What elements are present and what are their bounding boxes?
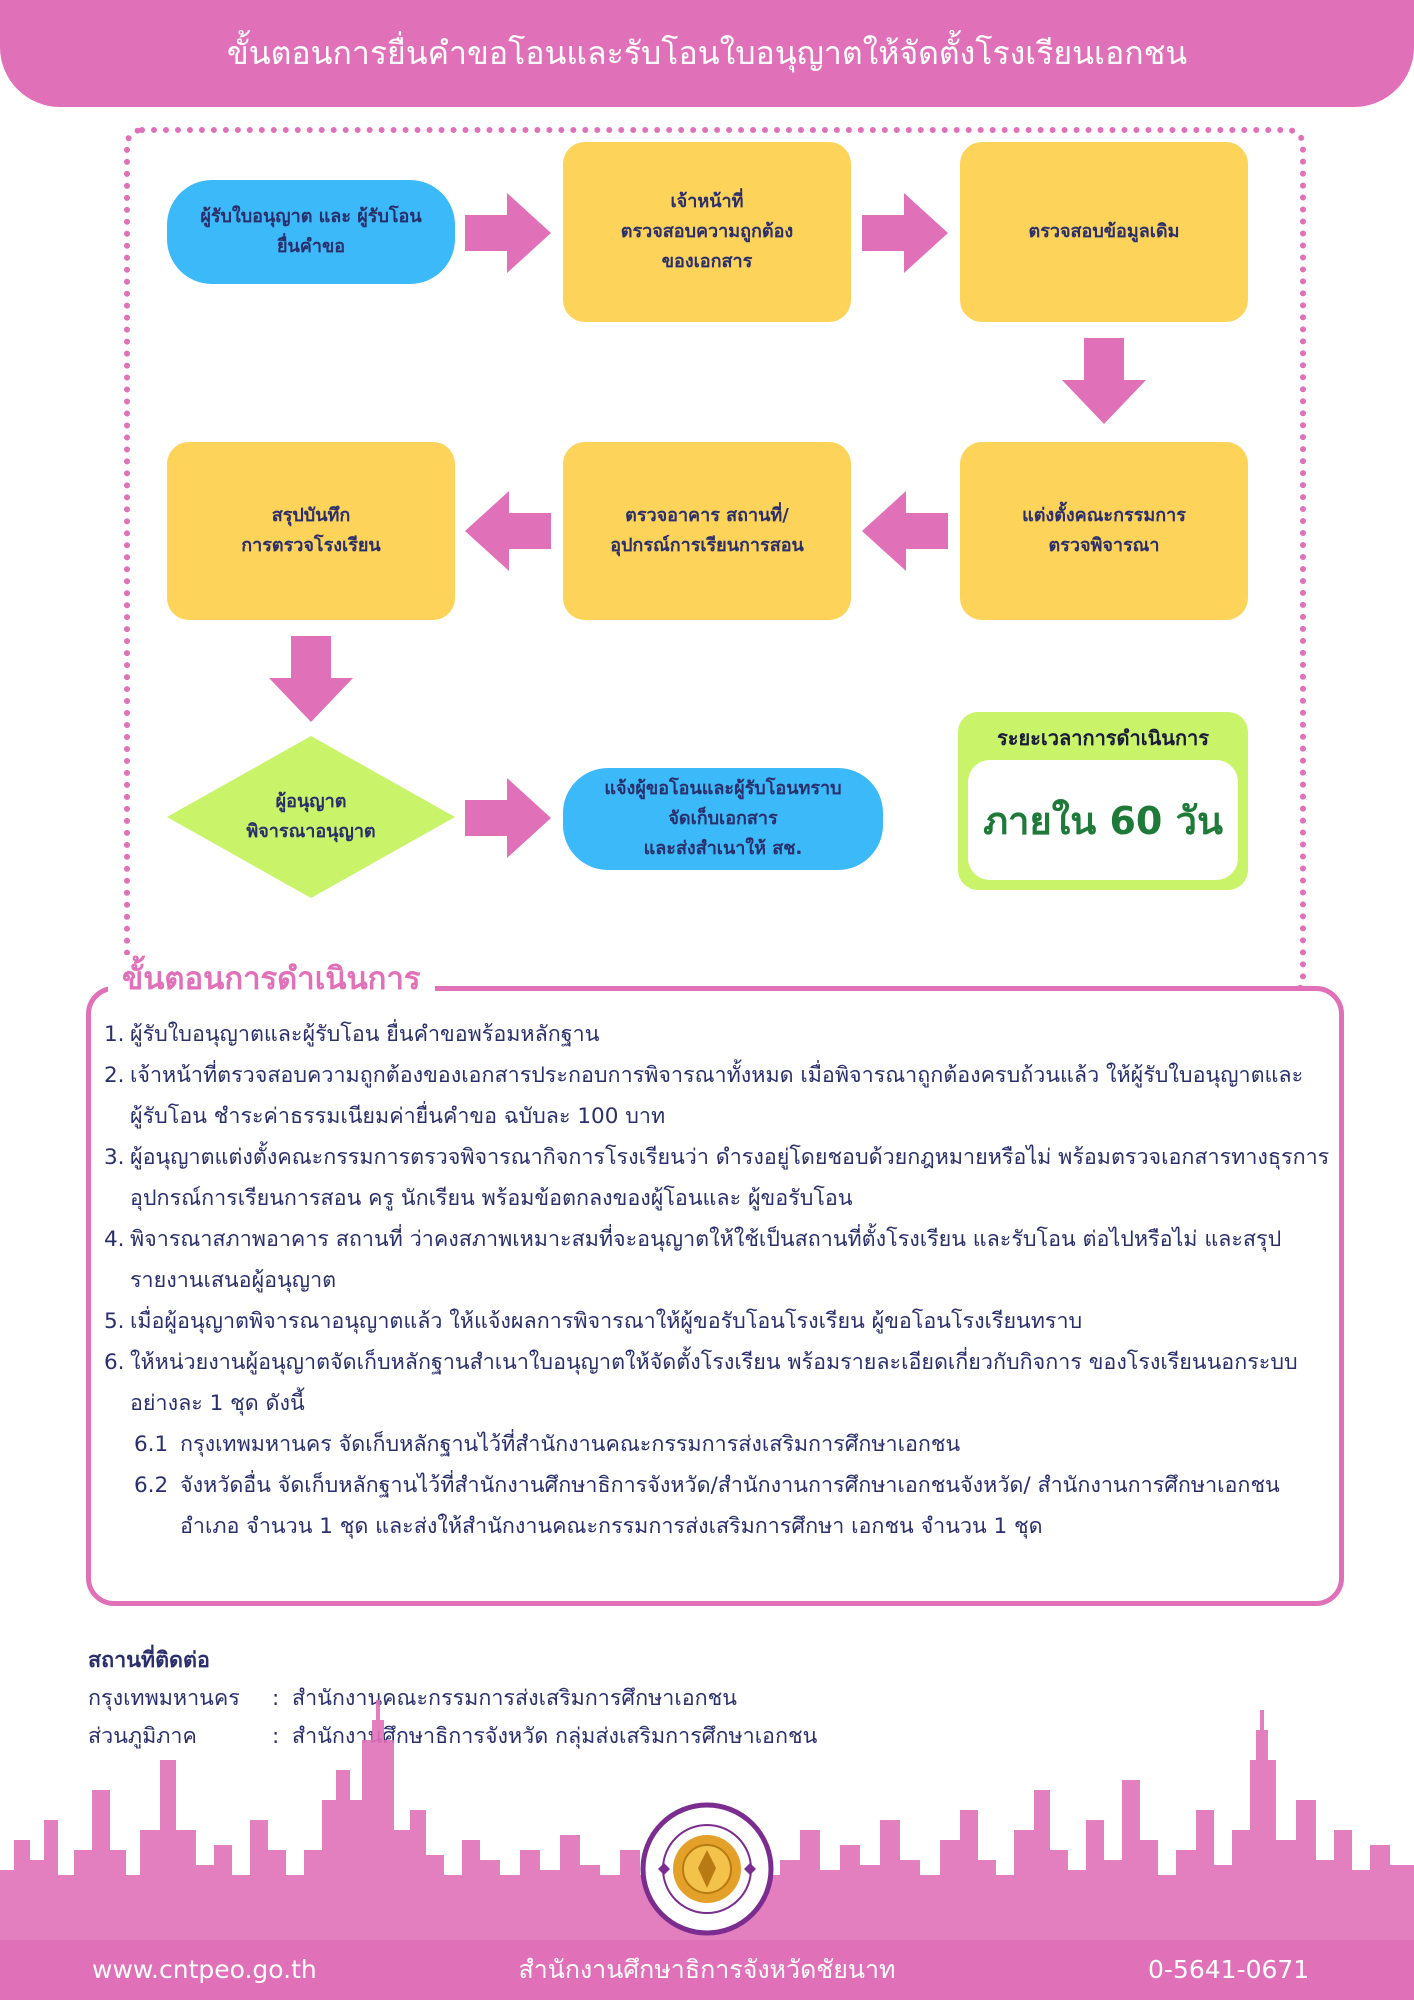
office-emblem-logo <box>640 1802 774 1936</box>
step-number: 1. <box>104 1022 125 1047</box>
arrow-right-icon <box>465 193 551 273</box>
contact-row: กรุงเทพมหานคร : สำนักงานคณะกรรมการส่งเสร… <box>88 1680 1088 1718</box>
duration-box: ระยะเวลาการดำเนินการ ภายใน 60 วัน <box>958 712 1248 890</box>
flow-inspect-node: ตรวจอาคาร สถานที่/ อุปกรณ์การเรียนการสอน <box>563 442 851 620</box>
contact-label: ส่วนภูมิภาค <box>88 1724 197 1749</box>
duration-value: ภายใน 60 วัน <box>983 798 1223 843</box>
steps-panel <box>86 986 1344 1606</box>
step-number: 5. <box>104 1309 125 1334</box>
step-number: 6. <box>104 1350 125 1375</box>
contact-heading: สถานที่ติดต่อ <box>88 1648 210 1673</box>
flow-notify-node: แจ้งผู้ขอโอนและผู้รับโอนทราบ จัดเก็บเอกส… <box>563 768 883 870</box>
step-number: 4. <box>104 1227 125 1252</box>
sub-step-number: 6.2 <box>134 1473 169 1498</box>
contact-separator: : <box>272 1724 280 1749</box>
sub-step-number: 6.1 <box>134 1432 169 1457</box>
flow-committee-node: แต่งตั้งคณะกรรมการ ตรวจพิจารณา <box>960 442 1248 620</box>
steps-list: 1. ผู้รับใบอนุญาตและผู้รับโอน ยื่นคำขอพร… <box>104 1014 1334 1547</box>
contact-separator: : <box>272 1686 280 1711</box>
sub-step-text: จังหวัดอื่น จัดเก็บหลักฐานไว้ที่สำนักงาน… <box>180 1473 1280 1539</box>
arrow-down-icon <box>269 636 353 722</box>
footer-bar <box>0 1940 1414 2000</box>
footer-office-name: สำนักงานศึกษาธิการจังหวัดชัยนาท <box>518 1955 896 1984</box>
contact-label: กรุงเทพมหานคร <box>88 1686 240 1711</box>
flow-decision-node: ผู้อนุญาต พิจารณาอนุญาต <box>167 736 455 898</box>
flow-check-docs-node: เจ้าหน้าที่ ตรวจสอบความถูกต้อง ของเอกสาร <box>563 142 851 322</box>
step-text: เมื่อผู้อนุญาตพิจารณาอนุญาตแล้ว ให้แจ้งผ… <box>130 1309 1083 1334</box>
header-banner: ขั้นตอนการยื่นคำขอโอนและรับโอนใบอนุญาตให… <box>0 0 1414 107</box>
footer-website-link[interactable]: www.cntpeo.go.th <box>92 1955 317 1984</box>
contact-value: สำนักงานคณะกรรมการส่งเสริมการศึกษาเอกชน <box>292 1686 737 1711</box>
flow-start-node: ผู้รับใบอนุญาต และ ผู้รับโอน ยื่นคำขอ <box>167 180 455 284</box>
step-number: 2. <box>104 1063 125 1088</box>
arrow-right-icon <box>862 193 948 273</box>
step-number: 3. <box>104 1145 125 1170</box>
step-item: 3. ผู้อนุญาตแต่งตั้งคณะกรรมการตรวจพิจารณ… <box>104 1137 1334 1219</box>
step-item: 6. ให้หน่วยงานผู้อนุญาตจัดเก็บหลักฐานสำเ… <box>104 1342 1334 1424</box>
footer-phone: 0-5641-0671 <box>1148 1955 1310 1984</box>
step-item: 1. ผู้รับใบอนุญาตและผู้รับโอน ยื่นคำขอพร… <box>104 1014 1334 1055</box>
steps-title: ขั้นตอนการดำเนินการ <box>108 955 435 1003</box>
step-text: ผู้อนุญาตแต่งตั้งคณะกรรมการตรวจพิจารณากิ… <box>130 1145 1330 1211</box>
flow-summary-node: สรุปบันทึก การตรวจโรงเรียน <box>167 442 455 620</box>
arrow-left-icon <box>465 491 551 571</box>
city-skyline-illustration <box>0 1700 1414 2000</box>
step-text: ผู้รับใบอนุญาตและผู้รับโอน ยื่นคำขอพร้อม… <box>130 1022 600 1047</box>
sub-step-item: 6.2 จังหวัดอื่น จัดเก็บหลักฐานไว้ที่สำนั… <box>104 1465 1334 1547</box>
flow-check-data-node: ตรวจสอบข้อมูลเดิม <box>960 142 1248 322</box>
step-text: เจ้าหน้าที่ตรวจสอบความถูกต้องของเอกสารปร… <box>130 1063 1304 1129</box>
page-title: ขั้นตอนการยื่นคำขอโอนและรับโอนใบอนุญาตให… <box>226 34 1188 72</box>
arrow-down-icon <box>1062 338 1146 424</box>
duration-value-box: ภายใน 60 วัน <box>968 760 1238 880</box>
step-text: พิจารณาสภาพอาคาร สถานที่ ว่าคงสภาพเหมาะส… <box>130 1227 1282 1293</box>
step-item: 4. พิจารณาสภาพอาคาร สถานที่ ว่าคงสภาพเหม… <box>104 1219 1334 1301</box>
step-text: ให้หน่วยงานผู้อนุญาตจัดเก็บหลักฐานสำเนาใ… <box>130 1350 1298 1416</box>
sub-step-text: กรุงเทพมหานคร จัดเก็บหลักฐานไว้ที่สำนักง… <box>180 1432 961 1457</box>
sub-step-item: 6.1 กรุงเทพมหานคร จัดเก็บหลักฐานไว้ที่สำ… <box>104 1424 1334 1465</box>
flow-decision-label: ผู้อนุญาต พิจารณาอนุญาต <box>246 791 376 842</box>
arrow-left-icon <box>862 491 948 571</box>
step-item: 5. เมื่อผู้อนุญาตพิจารณาอนุญาตแล้ว ให้แจ… <box>104 1301 1334 1342</box>
step-item: 2. เจ้าหน้าที่ตรวจสอบความถูกต้องของเอกสา… <box>104 1055 1334 1137</box>
arrow-right-icon <box>465 778 551 858</box>
duration-label: ระยะเวลาการดำเนินการ <box>996 726 1210 750</box>
